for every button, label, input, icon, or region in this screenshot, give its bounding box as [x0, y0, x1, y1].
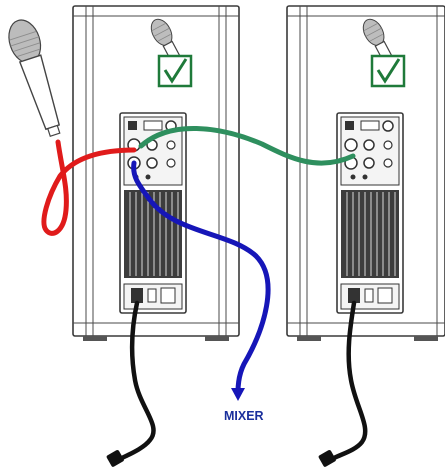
handheld-microphone-icon [8, 19, 61, 137]
mic-cable [41, 139, 137, 236]
checkmark-box-icon [157, 54, 193, 88]
right-speaker-foot [414, 336, 438, 341]
right-heatsink [341, 190, 399, 278]
left-speaker [72, 5, 240, 341]
left-power-inlet [131, 288, 143, 303]
mixer-label: MIXER [224, 409, 264, 423]
left-power-plug [106, 450, 124, 467]
link-cable [138, 126, 356, 166]
left-rear-panel [119, 112, 187, 314]
mixer-arrow-head [231, 388, 245, 401]
left-speaker-foot [83, 336, 107, 341]
right-speaker [286, 5, 445, 341]
right-speaker-foot [297, 336, 321, 341]
mixer-cable [131, 160, 271, 395]
checkmark-box-icon [370, 54, 406, 88]
right-power-inlet [348, 288, 360, 303]
right-power-plug [318, 450, 336, 467]
right-power-cable [331, 300, 368, 461]
left-power-cable [119, 300, 156, 461]
left-speaker-foot [205, 336, 229, 341]
xlr-input-1 [344, 138, 358, 152]
right-rear-panel [336, 112, 404, 314]
